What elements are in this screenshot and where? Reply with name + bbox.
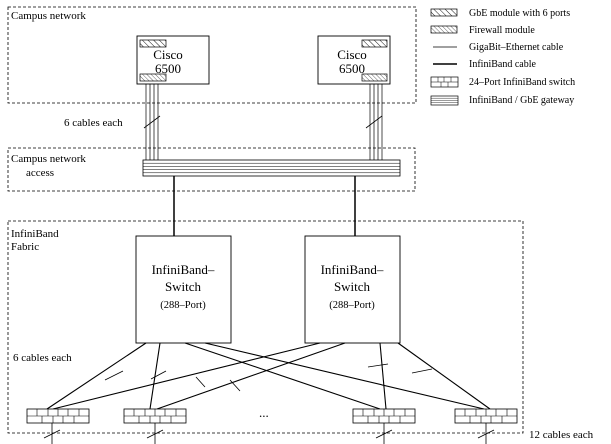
legend-item-firewall: Firewall module: [430, 25, 535, 36]
edge-switch-4: [454, 408, 518, 424]
cable-count-ticks: [104, 363, 433, 392]
core-switch-right: InfiniBand– Switch (288–Port): [304, 235, 401, 344]
core-switch-right-line2: Switch: [334, 279, 371, 294]
router-right: Cisco 6500: [317, 35, 391, 85]
legend-label-gbe-module: GbE module with 6 ports: [469, 8, 570, 19]
legend: GbE module with 6 ports Firewall module …: [430, 8, 575, 106]
ib-fabric-cables: [46, 342, 491, 410]
legend-item-port-switch: 24–Port InfiniBand switch: [430, 76, 575, 88]
cables-label-top: 6 cables each: [64, 117, 123, 129]
legend-item-gateway: InfiniBand / GbE gateway: [430, 95, 574, 106]
campus-network-region: [7, 6, 417, 104]
legend-label-port-switch: 24–Port InfiniBand switch: [469, 77, 575, 88]
legend-label-gbe-cable: GigaBit–Ethernet cable: [469, 42, 564, 53]
fabric-label-1: InfiniBand: [11, 228, 59, 240]
infiniband-fabric-region: [7, 220, 524, 434]
firewall-module-icon: [430, 25, 458, 34]
firewall-module-icon: [139, 73, 167, 82]
legend-item-ib-cable: InfiniBand cable: [433, 59, 536, 70]
edge-switch-1: [26, 408, 90, 424]
legend-item-gbe-module: GbE module with 6 ports: [430, 8, 570, 19]
gbe-module-icon: [139, 39, 167, 48]
firewall-module-icon: [361, 73, 388, 82]
gateway-icon: [142, 159, 401, 177]
ellipsis-label: ...: [259, 405, 269, 420]
gbe-module-icon: [361, 39, 388, 48]
cables-label-bottom: 12 cables each: [529, 429, 594, 441]
campus-network-label: Campus network: [11, 10, 86, 22]
legend-label-gateway: InfiniBand / GbE gateway: [469, 95, 574, 106]
legend-label-firewall: Firewall module: [469, 25, 535, 36]
legend-item-gbe-cable: GigaBit–Ethernet cable: [433, 42, 564, 53]
cables-label-middle: 6 cables each: [13, 352, 72, 364]
downlink-cables: [43, 423, 495, 444]
router-left-name: Cisco: [153, 47, 183, 62]
core-switch-left-line1: InfiniBand–: [152, 262, 215, 277]
fabric-label-2: Fabric: [11, 241, 39, 253]
edge-switch-3: [352, 408, 416, 424]
core-switch-right-line1: InfiniBand–: [321, 262, 384, 277]
gbe-cables-top: [143, 84, 383, 160]
gbe-module-icon: [430, 8, 458, 17]
router-left: Cisco 6500: [136, 35, 210, 85]
campus-access-label-1: Campus network: [11, 153, 86, 165]
edge-switch-2: [123, 408, 187, 424]
port-switch-icon: [430, 76, 459, 88]
router-right-model: 6500: [339, 61, 365, 76]
core-switch-right-line3: (288–Port): [329, 300, 375, 311]
gateway-icon: [430, 95, 459, 106]
core-switch-left: InfiniBand– Switch (288–Port): [135, 235, 232, 344]
core-switch-left-line3: (288–Port): [160, 300, 206, 311]
campus-access-label-2: access: [26, 167, 54, 179]
router-left-model: 6500: [155, 61, 181, 76]
router-right-name: Cisco: [337, 47, 367, 62]
core-switch-left-line2: Switch: [165, 279, 202, 294]
legend-label-ib-cable: InfiniBand cable: [469, 59, 536, 70]
